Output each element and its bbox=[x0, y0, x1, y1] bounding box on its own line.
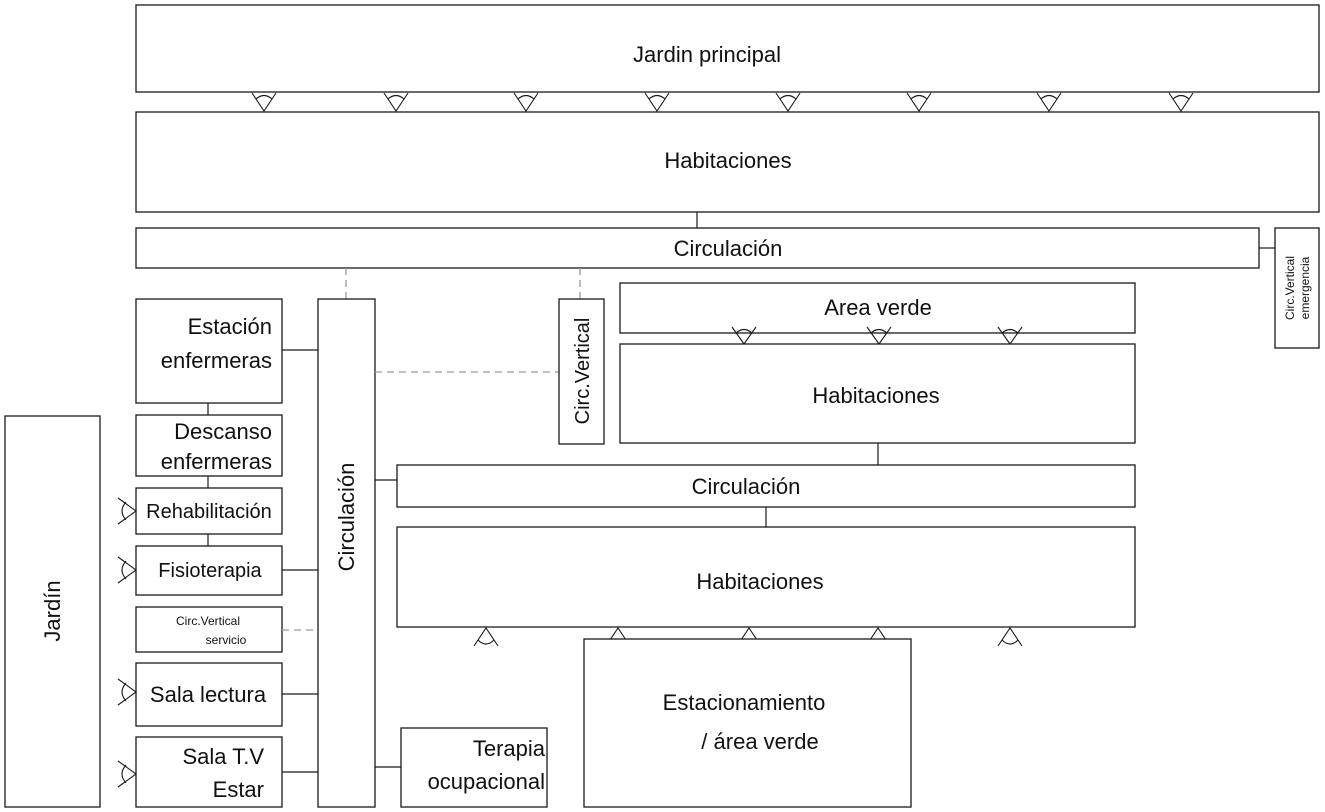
circ-vertical-emergencia-label-2: emergencia bbox=[1298, 256, 1312, 319]
fisioterapia-label: Fisioterapia bbox=[158, 560, 262, 582]
descanso-enfermeras-label: Descanso bbox=[174, 419, 272, 444]
view-icon bbox=[1036, 92, 1062, 112]
circulacion-top-box bbox=[135, 227, 1260, 269]
circulacion-mid-box bbox=[396, 464, 1136, 508]
sala-lectura-box bbox=[135, 662, 283, 727]
circulacion-mid-label: Circulación bbox=[692, 474, 801, 499]
jardin-principal-box bbox=[135, 4, 1320, 93]
circ-vertical-mid-box bbox=[558, 298, 605, 445]
view-icon bbox=[117, 497, 137, 525]
estacionamiento-label-2: / área verde bbox=[701, 729, 818, 754]
jardin-principal-label: Jardin principal bbox=[633, 42, 781, 67]
circulacion-vertical-column-label: Circulación bbox=[334, 463, 359, 572]
habitaciones-top-box bbox=[135, 111, 1320, 213]
view-icon bbox=[644, 92, 670, 112]
sala-lectura-label: Sala lectura bbox=[150, 682, 267, 707]
habitaciones-bottom-label: Habitaciones bbox=[696, 569, 823, 594]
view-icon bbox=[117, 760, 137, 788]
view-icon bbox=[775, 92, 801, 112]
habitaciones-top-label: Habitaciones bbox=[664, 148, 791, 173]
circ-vertical-emergencia-box bbox=[1274, 227, 1320, 349]
estacion-enfermeras-label-2: enfermeras bbox=[161, 348, 272, 373]
rehabilitacion-box bbox=[135, 487, 283, 535]
estacionamiento-label: Estacionamiento bbox=[663, 690, 826, 715]
view-icon bbox=[251, 92, 277, 112]
rehabilitacion-label: Rehabilitación bbox=[146, 501, 272, 523]
estacion-enfermeras-box bbox=[135, 298, 283, 404]
circulacion-top-label: Circulación bbox=[674, 236, 783, 261]
estacionamiento-box bbox=[583, 638, 912, 808]
terapia-ocupacional-box bbox=[400, 727, 548, 808]
view-icon bbox=[906, 92, 932, 112]
circ-vertical-emergencia-label: Circ.Vertical bbox=[1283, 256, 1297, 320]
view-icon bbox=[117, 678, 137, 706]
view-icon bbox=[473, 627, 499, 647]
habitaciones-mid-box bbox=[619, 343, 1136, 444]
descanso-enfermeras-label-2: enfermeras bbox=[161, 449, 272, 474]
circ-vertical-mid-label: Circ.Vertical bbox=[572, 318, 594, 425]
view-icon bbox=[1168, 92, 1194, 112]
habitaciones-mid-label: Habitaciones bbox=[812, 383, 939, 408]
view-icon bbox=[997, 627, 1023, 647]
area-verde-label: Area verde bbox=[824, 295, 932, 320]
circ-vertical-servicio-label-2: servicio bbox=[206, 633, 247, 647]
view-icon bbox=[117, 556, 137, 584]
habitaciones-bottom-box bbox=[396, 526, 1136, 628]
area-verde-box bbox=[619, 282, 1136, 334]
jardin-left-label: Jardín bbox=[40, 580, 65, 641]
sala-tv-label: Sala T.V bbox=[182, 744, 264, 769]
jardin-left-box bbox=[4, 415, 101, 808]
circulacion-vertical-column-box bbox=[317, 298, 376, 808]
terapia-ocupacional-label-2: ocupacional bbox=[428, 769, 545, 794]
descanso-enfermeras-box bbox=[135, 414, 283, 477]
circ-vertical-servicio-label: Circ.Vertical bbox=[176, 614, 240, 628]
view-symbols-left bbox=[117, 497, 137, 788]
estacion-enfermeras-label: Estación bbox=[188, 314, 272, 339]
view-icon bbox=[513, 92, 539, 112]
view-icon bbox=[383, 92, 409, 112]
sala-tv-label-2: Estar bbox=[213, 777, 264, 802]
terapia-ocupacional-label: Terapia bbox=[473, 736, 546, 761]
view-symbols-top bbox=[251, 92, 1194, 112]
